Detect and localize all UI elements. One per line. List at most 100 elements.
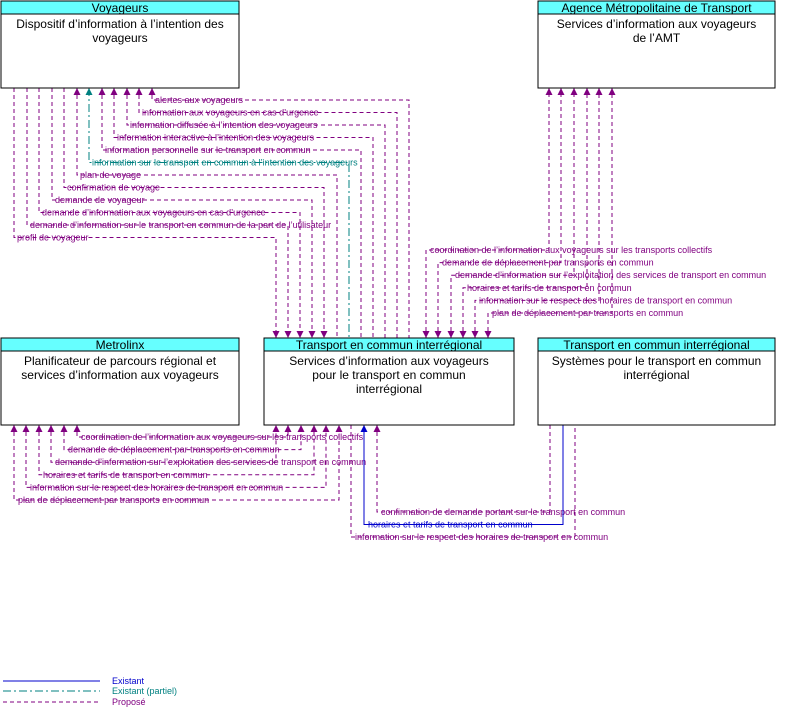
legend-proposed: Proposé	[112, 697, 146, 707]
box-frame	[537, 0, 776, 89]
flow-label: demande d’information sur l’exploitation…	[55, 457, 366, 467]
flow-label: information sur le respect des horaires …	[479, 295, 732, 305]
flow-systemes[interactable]: confirmation de demande portant sur le t…	[376, 425, 625, 517]
arrowhead-icon	[447, 331, 455, 338]
flow-label: horaires et tarifs de transport en commu…	[43, 470, 208, 480]
box-title-line: voyageurs	[92, 31, 147, 45]
flow-metrolinx[interactable]: horaires et tarifs de transport en commu…	[38, 425, 315, 480]
flow-line	[138, 88, 398, 338]
flow-label: information sur le respect des horaires …	[355, 532, 608, 542]
arrowhead-icon	[110, 88, 118, 95]
legend-partial: Existant (partiel)	[112, 686, 177, 696]
flow-label: coordination de l’information aux voyage…	[81, 432, 364, 442]
flow-voyageurs[interactable]: information sur le transport en commun à…	[88, 88, 358, 338]
box-header: Transport en commun interrégional	[296, 338, 482, 352]
flow-label: information aux voyageurs en cas d’urgen…	[142, 108, 319, 118]
flow-amt[interactable]: plan de déplacement par transports en co…	[487, 88, 683, 338]
flow-voyageurs[interactable]: information personnelle sur le transport…	[101, 88, 362, 338]
flow-label: information sur le respect des horaires …	[30, 482, 283, 492]
flow-metrolinx[interactable]: plan de déplacement par transports en co…	[13, 425, 340, 505]
box-header: Voyageurs	[92, 1, 149, 15]
flow-line	[462, 88, 588, 338]
flow-label: confirmation de demande portant sur le t…	[381, 507, 625, 517]
arrowhead-icon	[583, 88, 591, 95]
flow-label: demande d’information sur l’exploitation…	[455, 270, 766, 280]
arrowhead-icon	[570, 88, 578, 95]
arrowhead-icon	[35, 425, 43, 432]
flow-label: demande de déplacement par transports en…	[442, 258, 654, 268]
flow-voyageurs[interactable]: demande d’information sur le transport e…	[26, 88, 331, 338]
flow-line	[88, 88, 350, 338]
flow-voyageurs[interactable]: confirmation de voyage	[63, 88, 325, 338]
flow-line	[51, 88, 313, 338]
arrowhead-icon	[373, 425, 381, 432]
arrowhead-icon	[98, 88, 106, 95]
box-title-line: Dispositif d’information à l’intention d…	[16, 17, 223, 31]
box-frame	[263, 337, 515, 426]
flow-label: information diffusée à l’intention des v…	[130, 120, 318, 130]
flow-line	[437, 88, 562, 338]
flow-voyageurs[interactable]: information interactive à l’intention de…	[113, 88, 374, 338]
flow-amt[interactable]: horaires et tarifs de transport en commu…	[462, 88, 632, 338]
flow-systemes[interactable]: information sur le respect des horaires …	[350, 425, 608, 542]
flow-label: information personnelle sur le transport…	[105, 145, 311, 155]
box-title-line: Services d’information aux voyageurs	[289, 354, 488, 368]
flow-label: plan de déplacement par transports en co…	[492, 308, 683, 318]
flow-metrolinx[interactable]: information sur le respect des horaires …	[25, 425, 327, 492]
flow-voyageurs[interactable]: plan de voyage	[76, 88, 338, 338]
box-title-line: Systèmes pour le transport en commun	[552, 354, 761, 368]
box-amt[interactable]: Agence Métropolitaine de TransportServic…	[537, 0, 776, 89]
arrowhead-icon	[73, 88, 81, 95]
arrowhead-icon	[272, 425, 280, 432]
arrowhead-icon	[595, 88, 603, 95]
box-title-line: Services d’information aux voyageurs	[557, 17, 756, 31]
flow-metrolinx[interactable]: demande de déplacement par transports en…	[63, 425, 302, 455]
arrowhead-icon	[148, 88, 156, 95]
arrowhead-icon	[608, 88, 616, 95]
arrowhead-icon	[85, 88, 93, 95]
box-systemes[interactable]: Transport en commun interrégionalSystème…	[537, 337, 776, 426]
flow-line	[487, 88, 613, 338]
box-title-line: services d’information aux voyageurs	[21, 368, 218, 382]
legend-existing: Existant	[112, 676, 145, 686]
flow-amt[interactable]: information sur le respect des horaires …	[474, 88, 732, 338]
flow-amt[interactable]: demande d’information sur l’exploitation…	[450, 88, 766, 338]
arrowhead-icon	[123, 88, 131, 95]
flow-line	[113, 88, 374, 338]
flow-line	[63, 88, 325, 338]
flow-label: demande d’information aux voyageurs en c…	[42, 208, 266, 218]
flow-label: confirmation de voyage	[67, 183, 160, 193]
box-title-line: de l’AMT	[633, 31, 681, 45]
arrowhead-icon	[272, 331, 280, 338]
box-header-bg	[263, 337, 515, 352]
flow-amt[interactable]: demande de déplacement par transports en…	[437, 88, 654, 338]
flow-voyageurs[interactable]: information diffusée à l’intention des v…	[126, 88, 386, 338]
arrowhead-icon	[459, 331, 467, 338]
flow-metrolinx[interactable]: coordination de l’information aux voyage…	[76, 425, 364, 442]
box-title-line: interrégional	[623, 368, 689, 382]
flow-voyageurs[interactable]: profil de voyageur	[13, 88, 277, 338]
flow-voyageurs[interactable]: information aux voyageurs en cas d’urgen…	[138, 88, 398, 338]
flow-voyageurs[interactable]: demande de voyageur	[51, 88, 313, 338]
box-header-bg	[537, 337, 776, 352]
flow-label: profil de voyageur	[17, 233, 89, 243]
flow-line	[376, 425, 551, 513]
flow-line	[151, 88, 410, 338]
arrowhead-icon	[284, 331, 292, 338]
arrowhead-icon	[471, 331, 479, 338]
box-tci[interactable]: Transport en commun interrégionalService…	[263, 337, 515, 426]
flow-amt[interactable]: coordination de l’information aux voyage…	[425, 88, 713, 338]
flow-metrolinx[interactable]: demande d’information sur l’exploitation…	[50, 425, 366, 467]
flow-systemes[interactable]: horaires et tarifs de transport en commu…	[363, 425, 564, 530]
box-header-bg	[537, 0, 776, 15]
flow-voyageurs[interactable]: alertes aux voyageurs	[151, 88, 410, 338]
flow-voyageurs[interactable]: demande d’information aux voyageurs en c…	[38, 88, 301, 338]
arrowhead-icon	[484, 331, 492, 338]
box-header-bg	[0, 0, 240, 15]
